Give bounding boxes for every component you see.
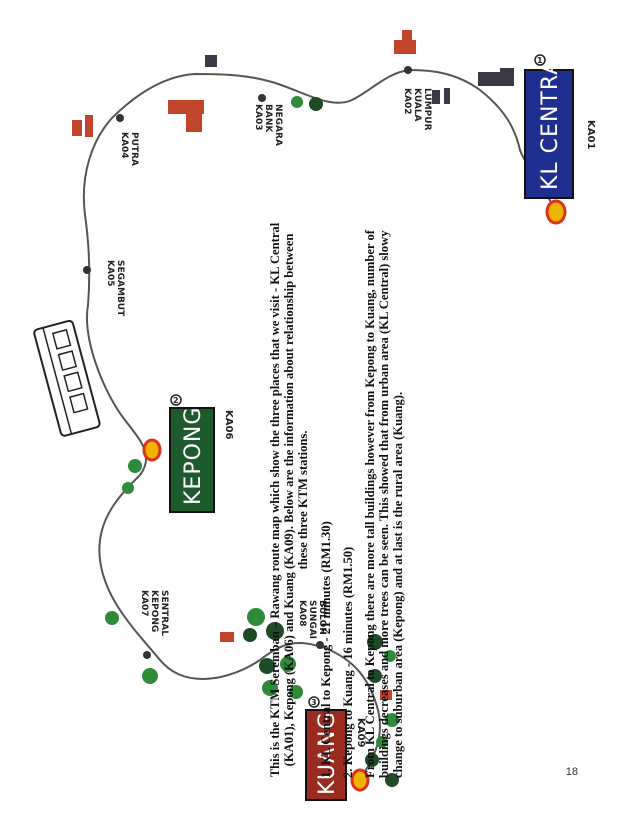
sign-kepong: KEPONG 2 KA06 xyxy=(169,394,234,513)
building-icon xyxy=(432,90,440,104)
sign-kl-central-number: 1 xyxy=(537,56,543,65)
sign-kl-central-code: KA01 xyxy=(585,120,596,149)
building-icon xyxy=(444,88,450,104)
tree-icon xyxy=(243,628,257,642)
train-icon xyxy=(33,319,101,437)
svg-text:KEPONG: KEPONG xyxy=(149,590,159,632)
svg-text:SUNGAI: SUNGAI xyxy=(307,600,317,639)
station-dot-ka03 xyxy=(258,94,266,102)
tree-icon xyxy=(368,669,382,683)
label-ka05: KA05 SEGAMBUT xyxy=(105,260,125,317)
building-icon xyxy=(380,690,392,700)
label-ka04: KA04 PUTRA xyxy=(119,132,139,166)
sign-kl-central: KL CENTRAL 1 KA01 xyxy=(524,45,596,199)
tree-icon xyxy=(262,680,278,696)
page-number: 18 xyxy=(565,766,578,778)
tree-icon xyxy=(128,459,142,473)
station-marker-kl-central xyxy=(545,199,567,225)
tree-icon xyxy=(289,685,303,699)
building-icon xyxy=(85,115,93,137)
label-ka07: KA07 KEPONG SENTRAL xyxy=(139,590,169,636)
tree-icon xyxy=(376,736,388,748)
label-ka02: KA02 KUALA LUMPUR xyxy=(402,88,432,131)
building-icon xyxy=(394,40,416,54)
tree-icon xyxy=(385,773,399,787)
station-dot-ka04 xyxy=(116,114,124,122)
tree-icon xyxy=(280,656,296,672)
svg-text:NEGARA: NEGARA xyxy=(273,104,283,146)
sign-kepong-text: KEPONG xyxy=(181,407,206,505)
tree-icon xyxy=(365,753,379,767)
sign-kuang-code: KA09 xyxy=(355,718,366,747)
label-ka03: KA03 BANK NEGARA xyxy=(253,104,283,146)
tree-icon xyxy=(105,611,119,625)
station-dot-ka02 xyxy=(404,66,412,74)
building-icon xyxy=(220,632,234,642)
tree-icon xyxy=(266,622,284,640)
description-text: This is the KTM Seremban – Rawang route … xyxy=(268,222,528,778)
station-marker-kuang xyxy=(350,768,370,792)
tree-icon xyxy=(122,482,134,494)
tree-icon xyxy=(309,97,323,111)
svg-text:SEGAMBUT: SEGAMBUT xyxy=(115,260,125,317)
station-dot-ka05 xyxy=(83,266,91,274)
tree-icon xyxy=(385,713,399,727)
sign-kepong-code: KA06 xyxy=(223,410,234,439)
station-marker-kepong xyxy=(142,438,162,462)
building-icon xyxy=(500,68,514,86)
svg-text:KA04: KA04 xyxy=(119,132,129,158)
tree-icon xyxy=(367,634,383,650)
svg-text:KA05: KA05 xyxy=(105,260,115,286)
svg-text:BULOH: BULOH xyxy=(317,600,327,635)
building-icon xyxy=(402,30,412,40)
svg-text:KA02: KA02 xyxy=(402,88,412,114)
svg-text:KUALA: KUALA xyxy=(412,88,422,122)
conclusion-paragraph: From KL Central to Kepong there are more… xyxy=(363,230,406,778)
leg2-text: 2. Kepong to Kuang - 16 minutes (RM1.50) xyxy=(340,546,355,778)
leg1-text: 1. KL Central to Kepong - 21 minutes (RM… xyxy=(318,521,333,778)
svg-text:KA07: KA07 xyxy=(139,590,149,616)
building-icon xyxy=(168,100,204,114)
svg-text:KA08: KA08 xyxy=(297,600,307,626)
station-dot-ka07 xyxy=(143,651,151,659)
building-icon xyxy=(72,120,82,136)
sign-kl-central-text: KL CENTRAL xyxy=(538,45,563,190)
tree-icon xyxy=(384,650,396,662)
svg-text:KA03: KA03 xyxy=(253,104,263,130)
sign-kepong-number: 2 xyxy=(173,396,179,405)
svg-text:PUTRA: PUTRA xyxy=(129,132,139,166)
tree-icon xyxy=(259,658,275,674)
svg-text:LUMPUR: LUMPUR xyxy=(422,88,432,131)
sign-kuang-text: KUANG xyxy=(315,712,340,796)
station-dot-ka08 xyxy=(316,641,324,649)
building-icon xyxy=(205,55,217,67)
buildings-kl xyxy=(72,30,514,700)
svg-text:BANK: BANK xyxy=(263,104,273,133)
trees xyxy=(105,96,399,787)
sign-kuang-number: 3 xyxy=(311,698,317,707)
building-icon xyxy=(186,114,202,132)
intro-paragraph: This is the KTM Seremban – Rawang route … xyxy=(268,222,311,778)
tree-icon xyxy=(247,608,265,626)
label-ka08: KA08 SUNGAI BULOH xyxy=(297,600,327,639)
sign-kuang: KUANG 3 KA09 xyxy=(305,696,366,801)
tree-icon xyxy=(142,668,158,684)
tree-icon xyxy=(291,96,303,108)
svg-text:SENTRAL: SENTRAL xyxy=(159,590,169,636)
building-icon xyxy=(478,72,500,86)
